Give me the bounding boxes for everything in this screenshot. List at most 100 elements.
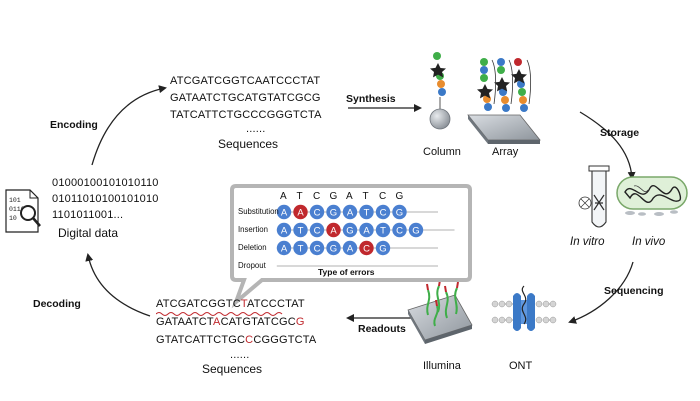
error-base — [342, 240, 358, 256]
digital-line-3: 1101011001... — [52, 209, 124, 221]
error-base-letter: A — [281, 244, 288, 255]
seq-wavy-underline — [156, 312, 283, 316]
illumina-flowcell-icon — [407, 279, 473, 344]
array-synthesis-icon — [467, 58, 541, 144]
error-header-base: C — [313, 191, 321, 202]
digital-line-1: 01000100101010110 — [52, 177, 159, 189]
sequencing-label: Sequencing — [604, 285, 664, 297]
error-base — [309, 240, 325, 256]
error-base-letter: C — [314, 244, 321, 255]
illumina-label: Illumina — [423, 360, 461, 372]
column-label: Column — [423, 146, 461, 158]
error-base — [375, 204, 391, 220]
error-header-base: T — [296, 191, 303, 202]
error-base-red — [359, 240, 374, 256]
error-row-label: Deletion — [238, 243, 267, 252]
error-base — [359, 204, 374, 220]
seq-bottom-line-2: GATAATCTACATGTATCGCG — [156, 316, 305, 328]
error-base-letter: A — [363, 226, 370, 237]
in-vitro-label: In vitro — [570, 236, 605, 248]
decoding-label: Decoding — [33, 298, 81, 310]
error-base-letter: C — [363, 244, 370, 255]
array-label: Array — [492, 146, 519, 158]
synthesis-label: Synthesis — [346, 93, 396, 105]
error-base-letter: G — [379, 244, 386, 255]
error-base-letter: G — [330, 244, 337, 255]
error-base-letter: A — [347, 244, 354, 255]
in-vitro-tube-icon — [578, 165, 610, 228]
in-vivo-cell-icon — [616, 176, 688, 216]
error-types-title: Type of errors — [318, 267, 375, 277]
error-base-red — [293, 204, 308, 220]
error-header-base: A — [346, 191, 353, 202]
seq-bottom-line-3: GTATCATTCTGCCCGGGTCTA — [156, 334, 317, 346]
error-base — [342, 204, 358, 220]
seq-bottom-line-1: ATCGATCGGTCTATCCCTAT — [156, 298, 305, 310]
error-header-base: G — [395, 191, 404, 202]
error-base — [276, 204, 292, 220]
in-vivo-label: In vivo — [632, 236, 666, 248]
error-base — [342, 222, 358, 238]
error-base — [276, 222, 292, 238]
error-base-red — [326, 222, 341, 238]
error-row-label: Insertion — [238, 225, 268, 234]
readouts-label: Readouts — [358, 323, 406, 335]
error-base-letter: C — [314, 208, 321, 219]
error-base-letter: A — [297, 208, 304, 219]
error-base-letter: T — [298, 244, 304, 255]
error-base — [392, 222, 407, 238]
error-row-label: Substitution — [238, 207, 279, 216]
error-base-letter: C — [380, 208, 387, 219]
sequencing-arrow — [568, 261, 634, 324]
error-base-letter: T — [298, 226, 304, 237]
error-row-label: Dropout — [238, 261, 266, 270]
seq-top-label: Sequences — [218, 137, 279, 151]
error-base — [408, 222, 424, 238]
error-base-letter: C — [314, 226, 321, 237]
error-base — [309, 204, 325, 220]
seq-bottom-dots: ...... — [230, 349, 250, 361]
error-base-letter: G — [346, 226, 353, 237]
error-base-letter: G — [330, 208, 337, 219]
error-base — [293, 222, 308, 238]
error-header-base: G — [329, 191, 338, 202]
error-base-letter: A — [330, 226, 337, 237]
column-synthesis-icon — [429, 52, 451, 130]
error-base-letter: G — [396, 208, 403, 219]
storage-label: Storage — [600, 127, 640, 139]
ont-label: ONT — [509, 360, 533, 372]
error-header-base: A — [280, 191, 287, 202]
seq-top-line-2: GATAATCTGCATGTATCGCG — [170, 92, 321, 104]
error-base — [375, 222, 391, 238]
seq-top-dots: ...... — [246, 123, 266, 135]
error-base-letter: T — [364, 208, 370, 219]
svg-text:10: 10 — [9, 215, 17, 222]
error-base — [276, 240, 292, 256]
seq-top-line-3: TATCATTCTGCCCGGGTCTA — [170, 109, 322, 121]
svg-text:0110: 0110 — [9, 206, 25, 213]
error-base-letter: A — [281, 208, 288, 219]
svg-text:101: 101 — [9, 197, 21, 204]
error-base — [392, 204, 407, 220]
decoding-arrow — [85, 253, 151, 317]
error-base — [375, 240, 391, 256]
cycle-arrows — [85, 85, 636, 324]
error-base — [293, 240, 308, 256]
error-base — [326, 240, 341, 256]
storage-arrow — [579, 111, 636, 180]
ont-nanopore-icon — [491, 285, 557, 331]
error-base-letter: A — [281, 226, 288, 237]
error-base — [326, 204, 341, 220]
error-base — [309, 222, 325, 238]
error-base-letter: A — [347, 208, 354, 219]
encoding-arrow — [91, 85, 167, 166]
digital-data-label: Digital data — [58, 226, 119, 240]
error-base — [359, 222, 374, 238]
seq-bottom-label: Sequences — [202, 362, 263, 376]
error-base-letter: T — [380, 226, 386, 237]
error-base-letter: G — [412, 226, 419, 237]
error-header-base: T — [362, 191, 369, 202]
error-base-letter: C — [396, 226, 403, 237]
